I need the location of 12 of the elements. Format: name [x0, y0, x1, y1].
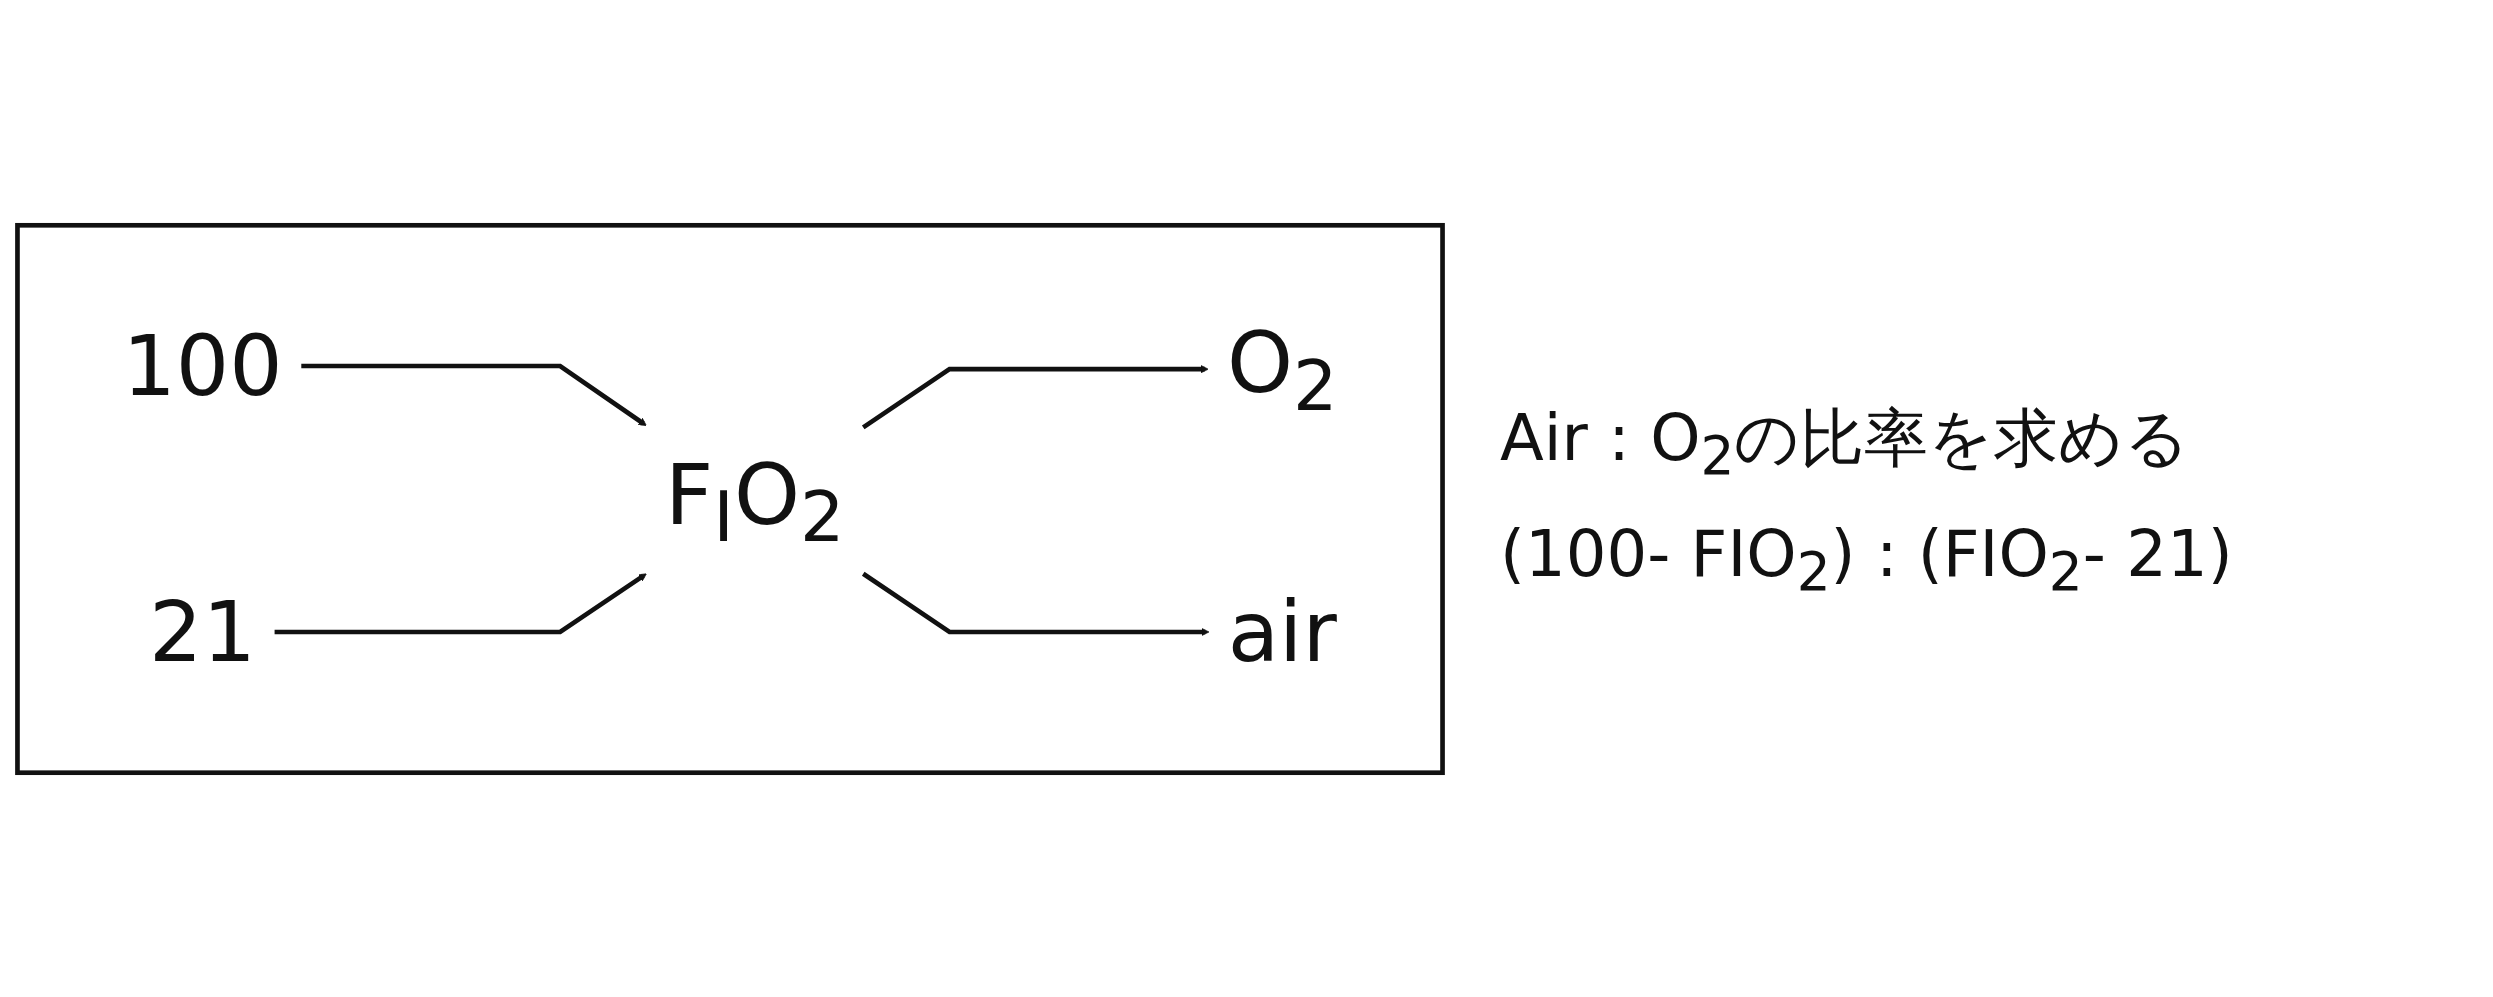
node-text: 100 — [122, 316, 283, 415]
formula-note: Air : O$_{2}$の比率を求める — [1500, 399, 2192, 487]
cluster — [15, 222, 1445, 775]
node-text: air — [1227, 582, 1337, 681]
node-text: F$_{I}$O$_{2}$ — [665, 444, 845, 558]
arrow — [861, 571, 1210, 636]
formula-note: (100- FIO$_{2}$) : (FIO$_{2}$- 21) — [1500, 516, 2233, 603]
arrow — [274, 572, 647, 634]
node-text: O$_{2}$ — [1227, 313, 1338, 427]
arrow — [301, 363, 647, 426]
arrow — [861, 364, 1209, 429]
node-text: 21 — [149, 582, 256, 681]
